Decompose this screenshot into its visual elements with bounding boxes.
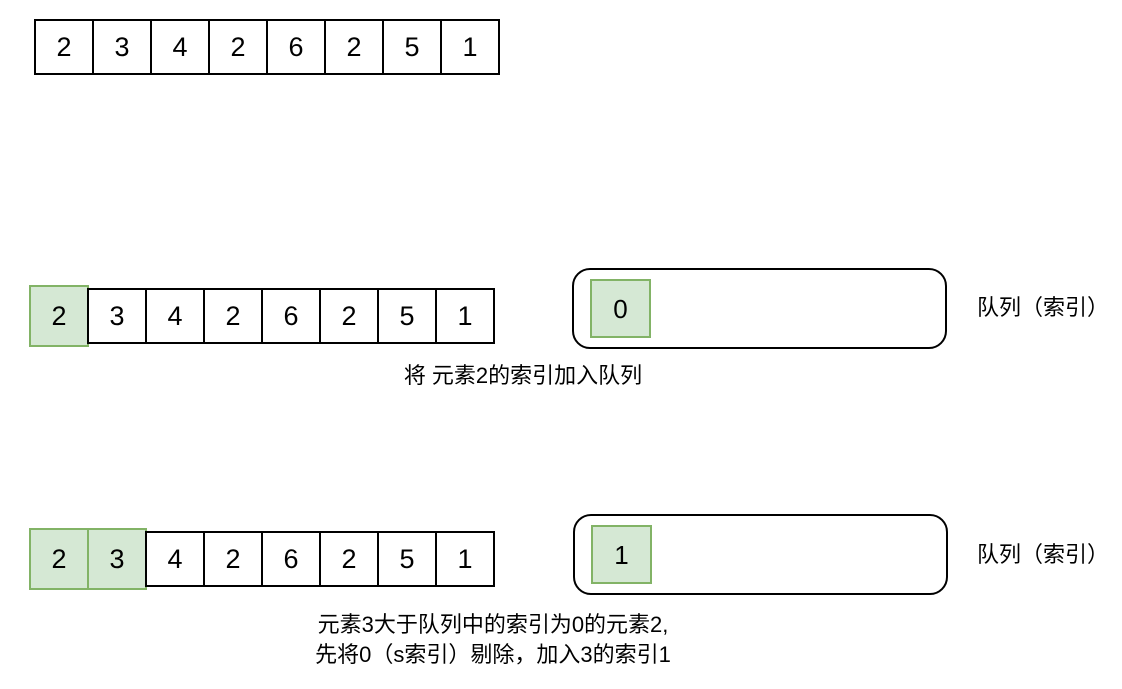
array-cell: 6 [261,531,321,587]
array-cell: 3 [92,19,152,75]
array-cell: 4 [150,19,210,75]
caption-step2: 元素3大于队列中的索引为0的元素2, 先将0（s索引）剔除，加入3的索引1 [283,610,703,670]
array-cell: 5 [377,288,437,344]
array-cell: 2 [208,19,268,75]
array-cell-highlighted: 2 [29,285,89,347]
array-cell: 2 [34,19,94,75]
queue-cell: 1 [591,525,652,584]
array-cell: 5 [382,19,442,75]
array-cell: 2 [203,531,263,587]
array-cell-highlighted: 3 [87,528,147,590]
array-cell: 4 [145,531,205,587]
array-cell: 6 [261,288,321,344]
array-cell: 2 [319,288,379,344]
queue-label-step1: 队列（索引） [976,295,1109,320]
array-cell: 2 [324,19,384,75]
array-cell: 4 [145,288,205,344]
queue-step1: 0 [572,268,947,349]
caption-step2-line1: 元素3大于队列中的索引为0的元素2, [317,612,669,637]
array-cell: 2 [203,288,263,344]
array-cell: 5 [377,531,437,587]
queue-label-step2: 队列（索引） [976,542,1109,567]
array-cell: 3 [87,288,147,344]
array-cell-highlighted: 2 [29,528,89,590]
caption-step1: 将 元素2的索引加入队列 [403,363,643,388]
array-cell: 6 [266,19,326,75]
queue-step2: 1 [573,514,948,595]
caption-step2-line2: 先将0（s索引）剔除，加入3的索引1 [315,642,671,667]
array-cell: 1 [440,19,500,75]
array-cell: 1 [435,288,495,344]
array-cell: 1 [435,531,495,587]
array-cell: 2 [319,531,379,587]
queue-cell: 0 [590,279,651,338]
